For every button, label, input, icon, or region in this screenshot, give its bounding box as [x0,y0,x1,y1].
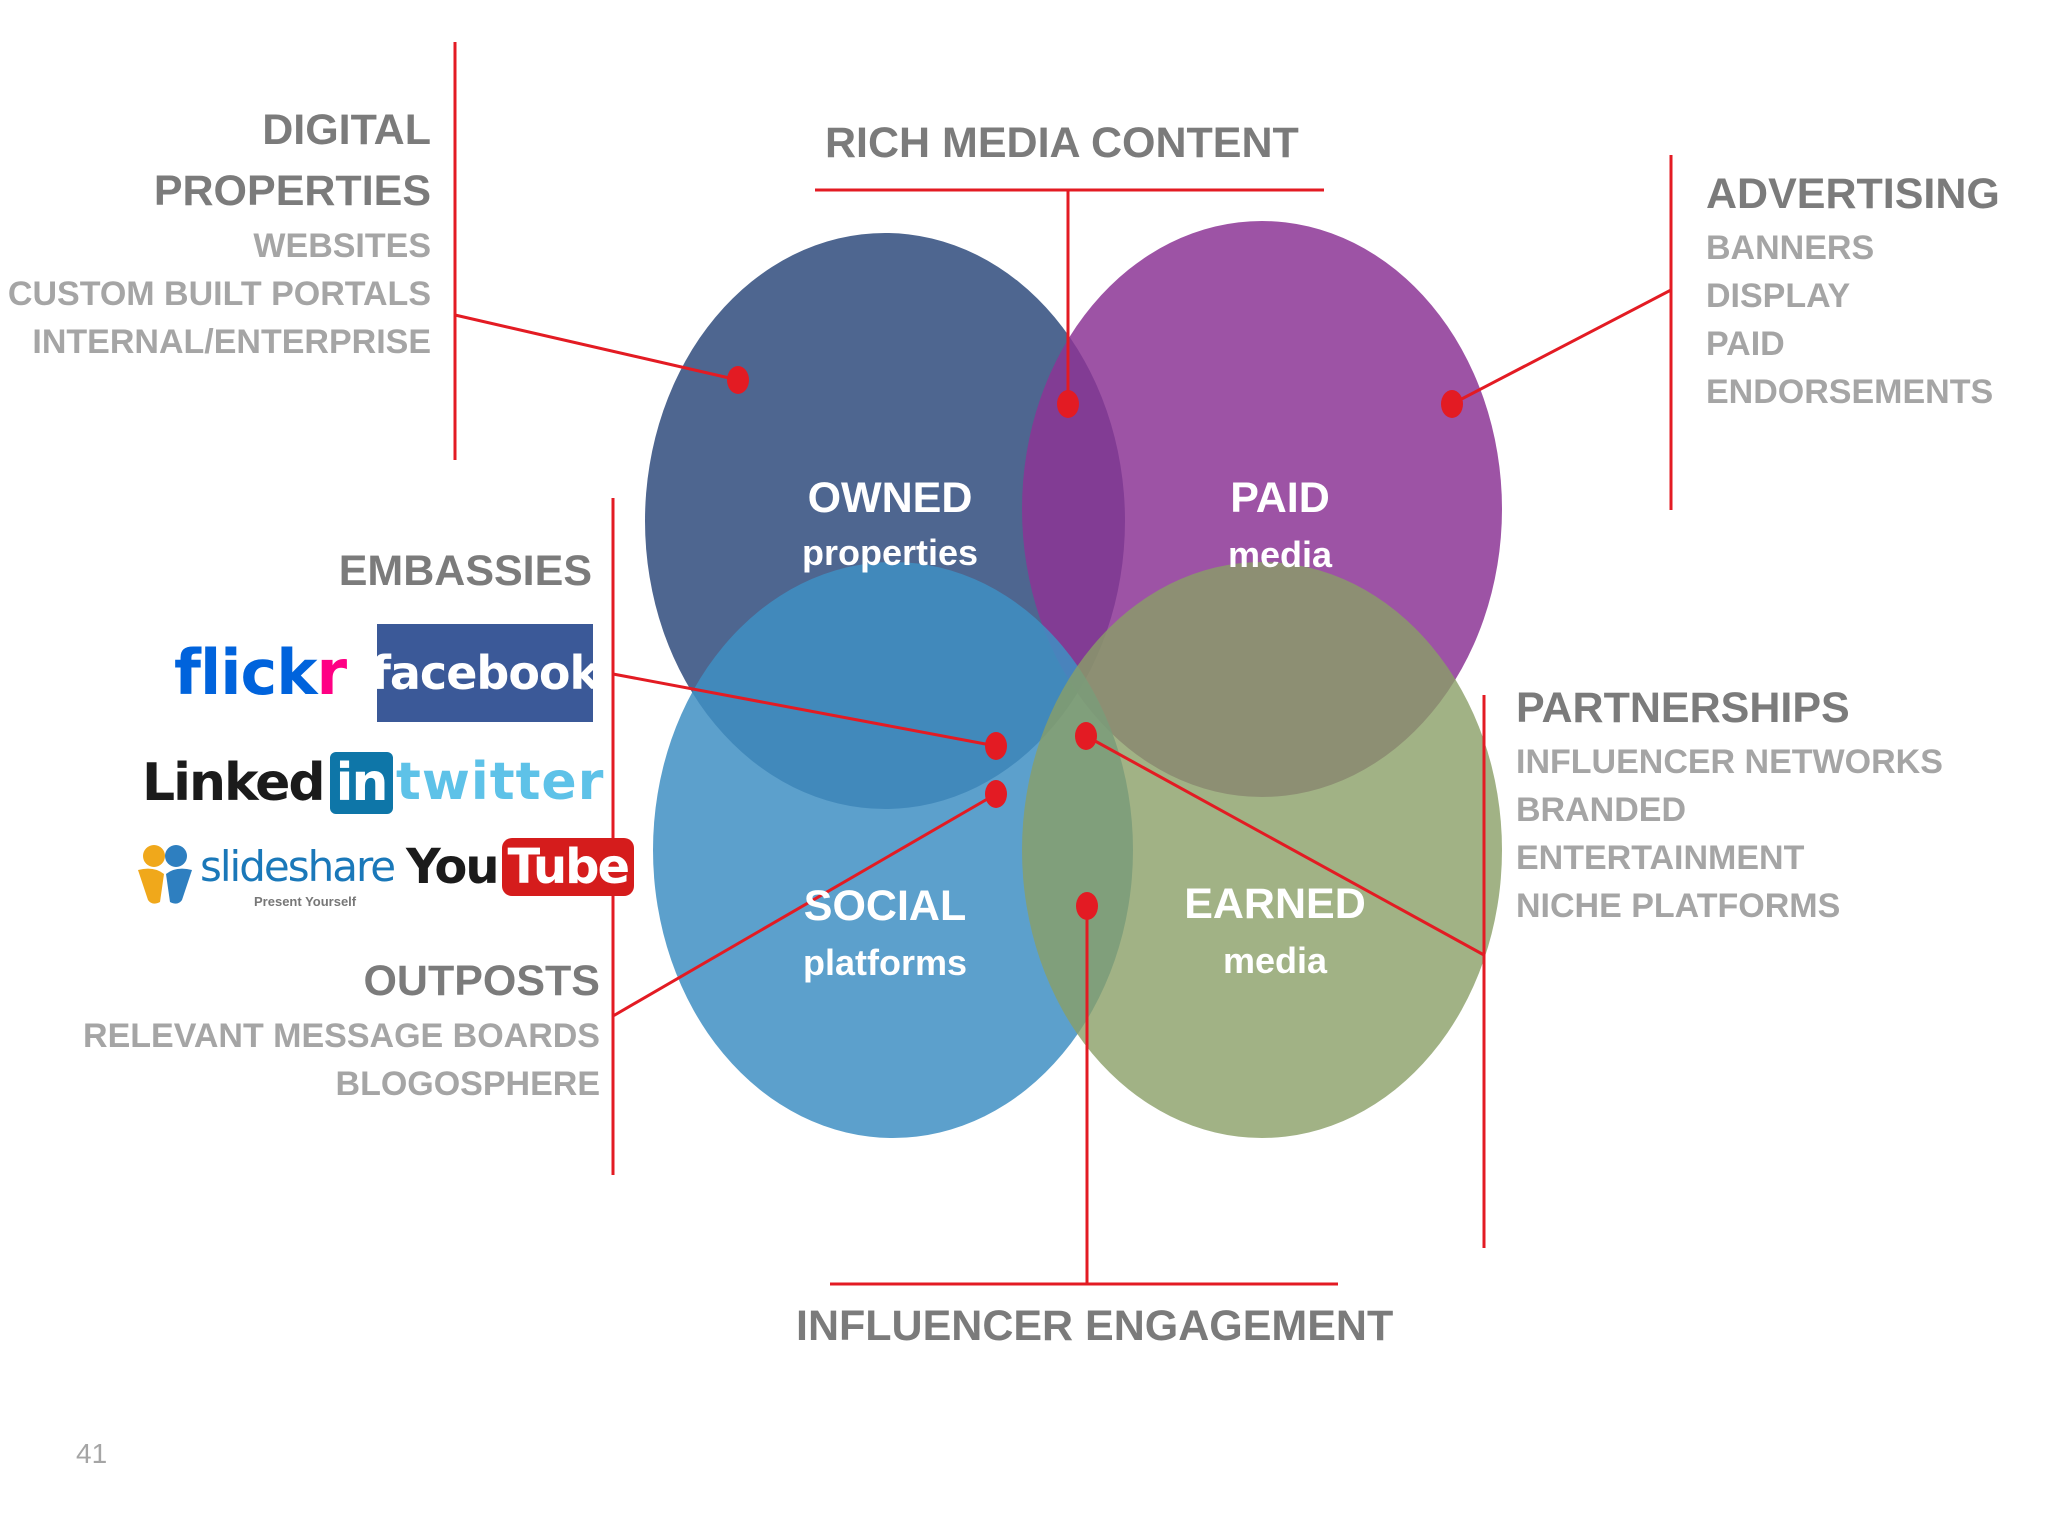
advertising-item: BANNERS [1706,229,1875,267]
connector-line [1085,734,1485,957]
connector-dot [985,732,1007,760]
partnerships-item: ENTERTAINMENT [1516,839,1805,877]
connector-lines [453,42,1673,1286]
influencer-engagement-title: INFLUENCER ENGAGEMENT [796,1302,1394,1350]
connector-dot [1057,390,1079,418]
connector-dot [1076,892,1098,920]
connector-line [1451,288,1672,406]
digital-properties-item: CUSTOM BUILT PORTALS [7,275,431,313]
youtube-logo: You Tube [406,838,635,896]
digital-properties-title-2: PROPERTIES [153,167,431,215]
owned-title: OWNED [807,474,973,522]
twitter-text: twitter [396,752,605,812]
social-title: SOCIAL [803,882,967,930]
flickr-logo: flickr [174,636,347,709]
outposts-item: BLOGOSPHERE [335,1065,600,1103]
outposts-title: OUTPOSTS [363,957,600,1005]
circle-social [653,562,1133,1138]
connector-dots [727,366,1463,920]
advertising-title: ADVERTISING [1706,170,2000,218]
twitter-logo: twitter [396,752,604,812]
slideshare-tagline: Present Yourself [254,894,357,909]
connector-line [612,792,997,1018]
page-number: 41 [76,1438,108,1469]
circles-group [645,221,1502,1138]
circle-earned [1022,562,1502,1138]
linkedin-badge: in [329,752,393,814]
earned-title: EARNED [1184,880,1366,928]
connector-dot [1441,390,1463,418]
connector-line [612,672,997,748]
partnerships-item: INFLUENCER NETWORKS [1516,743,1943,781]
advertising-item: PAID [1706,325,1785,363]
paid-title: PAID [1230,474,1330,522]
digital-properties-block: DIGITAL PROPERTIES WEBSITES CUSTOM BUILT… [0,100,431,366]
earned-subtitle: media [1222,940,1328,981]
connector-line [454,313,739,382]
youtube-you: You [406,839,499,895]
slideshare-text: slideshare [200,842,396,891]
partnerships-title: PARTNERSHIPS [1516,684,1850,732]
digital-properties-title-1: DIGITAL [262,106,431,154]
connector-dot [727,366,749,394]
partnerships-item: BRANDED [1516,791,1686,829]
facebook-text: facebook [370,646,600,700]
advertising-item: ENDORSEMENTS [1706,373,1994,411]
linkedin-logo: Linked in [142,752,393,814]
linkedin-text: Linked [142,753,326,813]
partnerships-block: PARTNERSHIPS INFLUENCER NETWORKS BRANDED… [1516,678,1943,930]
flickr-text: flickr [174,636,347,709]
youtube-tube: Tube [501,838,635,896]
advertising-item: DISPLAY [1706,277,1851,315]
owned-subtitle: properties [801,532,979,573]
partnerships-item: NICHE PLATFORMS [1516,887,1841,925]
connector-dot [1075,722,1097,750]
social-subtitle: platforms [802,942,968,983]
digital-properties-item: WEBSITES [253,227,431,265]
slideshare-logo: slideshare Present Yourself [134,840,396,910]
advertising-block: ADVERTISING BANNERS DISPLAY PAID ENDORSE… [1706,164,2000,416]
connector-dot [985,780,1007,808]
paid-subtitle: media [1227,534,1333,575]
outposts-item: RELEVANT MESSAGE BOARDS [83,1017,600,1055]
facebook-logo: facebook [371,624,600,722]
slideshare-people-icon [138,845,192,904]
outposts-block: OUTPOSTS RELEVANT MESSAGE BOARDS BLOGOSP… [80,950,600,1108]
rich-media-title: RICH MEDIA CONTENT [825,119,1299,167]
embassies-title: EMBASSIES [338,547,592,595]
digital-properties-item: INTERNAL/ENTERPRISE [32,323,431,361]
